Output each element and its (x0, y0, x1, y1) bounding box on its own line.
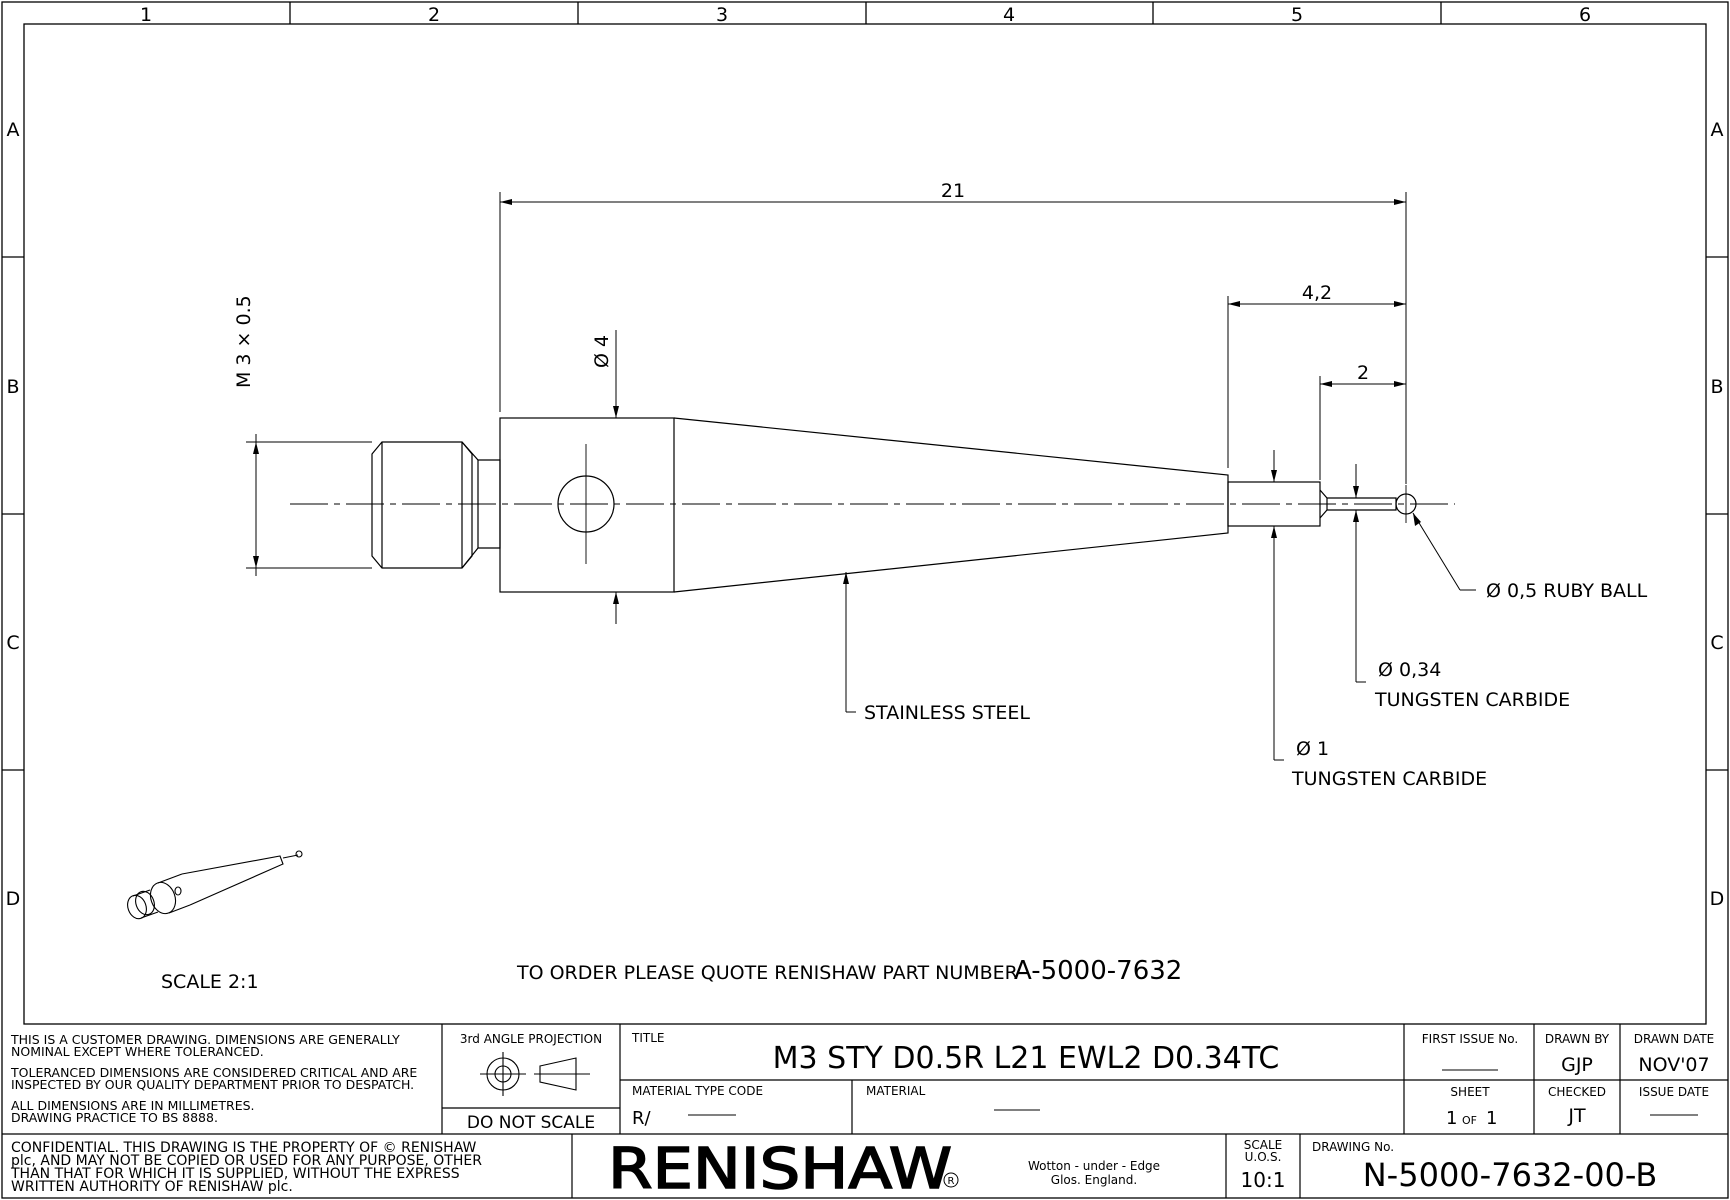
dimension-lines (246, 192, 1476, 761)
part-number: A-5000-7632 (1014, 956, 1182, 986)
row-label: D (6, 888, 21, 910)
row-labels: A B C D A B C D (6, 119, 1725, 910)
dim-overall-length: 21 (941, 180, 965, 202)
stylus-view (290, 417, 1455, 593)
dim-ewl: 4,2 (1302, 282, 1332, 304)
column-label: 3 (716, 4, 728, 26)
row-label: C (1710, 632, 1723, 654)
note-line: TOLERANCED DIMENSIONS ARE CONSIDERED CRI… (10, 1065, 417, 1080)
title-block-lines (2, 1024, 1728, 1198)
scale-label-uos: U.O.S. (1245, 1150, 1282, 1164)
note-line: INSPECTED BY OUR QUALITY DEPARTMENT PRIO… (11, 1077, 414, 1092)
dimension-arrows (253, 199, 1421, 604)
row-label: C (6, 632, 19, 654)
row-label: B (1710, 376, 1723, 398)
note-line: DRAWING PRACTICE TO BS 8888. (11, 1110, 218, 1125)
dim-tip-length: 2 (1357, 362, 1369, 384)
projection-label: 3rd ANGLE PROJECTION (460, 1032, 602, 1046)
callout-tip-stem-material: TUNGSTEN CARBIDE (1374, 689, 1570, 711)
sheet-of: OF (1462, 1114, 1477, 1127)
note-line: NOMINAL EXCEPT WHERE TOLERANCED. (11, 1044, 264, 1059)
column-label: 2 (428, 4, 440, 26)
sheet-total: 1 (1486, 1108, 1497, 1129)
column-labels: 1 2 3 4 5 6 (140, 4, 1591, 26)
column-label: 4 (1003, 4, 1015, 26)
registered-mark: R (948, 1176, 955, 1187)
first-issue-label: FIRST ISSUE No. (1422, 1032, 1518, 1046)
column-label: 5 (1291, 4, 1303, 26)
checked-by: JT (1567, 1105, 1586, 1127)
sheet-value: 1 OF 1 (1446, 1108, 1497, 1129)
callout-stem-material: TUNGSTEN CARBIDE (1291, 768, 1487, 790)
drawing-title: M3 STY D0.5R L21 EWL2 D0.34TC (773, 1041, 1280, 1076)
column-label: 6 (1579, 4, 1591, 26)
sheet-number: 1 (1446, 1108, 1457, 1129)
drawn-by-label: DRAWN BY (1545, 1032, 1610, 1046)
row-label: B (6, 376, 19, 398)
drawn-by: GJP (1561, 1054, 1593, 1076)
confidential-line: THAN THAT FOR WHICH IT IS SUPPLIED, WITH… (10, 1166, 460, 1182)
callout-tip-stem-diameter: Ø 0,34 (1378, 659, 1441, 681)
confidential-line: plc, AND MAY NOT BE COPIED OR USED FOR A… (11, 1153, 482, 1169)
row-label: D (1710, 888, 1725, 910)
confidential-line: CONFIDENTIAL. THIS DRAWING IS THE PROPER… (11, 1140, 477, 1156)
sheet-label: SHEET (1450, 1085, 1490, 1099)
scale-value: 10:1 (1241, 1168, 1286, 1192)
order-note: TO ORDER PLEASE QUOTE RENISHAW PART NUMB… (516, 962, 1018, 984)
title-block-notes: THIS IS A CUSTOMER DRAWING. DIMENSIONS A… (10, 1032, 417, 1125)
checked-label: CHECKED (1548, 1085, 1606, 1099)
company-logo: RENISHAW (608, 1137, 952, 1200)
drawing-number-label: DRAWING No. (1312, 1140, 1394, 1154)
material-type-code-label: MATERIAL TYPE CODE (632, 1084, 763, 1098)
row-label: A (1711, 119, 1724, 141)
callout-body-material: STAINLESS STEEL (864, 702, 1030, 724)
note-line: ALL DIMENSIONS ARE IN MILLIMETRES. (11, 1098, 255, 1113)
note-line: THIS IS A CUSTOMER DRAWING. DIMENSIONS A… (10, 1032, 400, 1047)
registered-mark-icon (943, 1172, 959, 1188)
isometric-view (127, 850, 303, 920)
material-label: MATERIAL (866, 1084, 926, 1098)
scale-label: SCALE (1244, 1138, 1282, 1152)
column-label: 1 (140, 4, 152, 26)
confidential-line: WRITTEN AUTHORITY OF RENISHAW plc. (11, 1179, 293, 1195)
confidential-notice: CONFIDENTIAL. THIS DRAWING IS THE PROPER… (10, 1140, 482, 1195)
drawn-date: NOV'07 (1638, 1054, 1709, 1076)
row-label: A (7, 119, 20, 141)
callouts: Ø 0,5 RUBY BALL Ø 0,34 TUNGSTEN CARBIDE … (864, 580, 1648, 790)
title-label: TITLE (631, 1031, 664, 1045)
dim-body-diameter: Ø 4 (591, 335, 613, 368)
callout-ruby-ball: Ø 0,5 RUBY BALL (1486, 580, 1648, 602)
callout-stem-diameter: Ø 1 (1296, 738, 1329, 760)
issue-date-label: ISSUE DATE (1639, 1085, 1709, 1099)
iso-scale-note: SCALE 2:1 (161, 971, 259, 993)
drawing-number: N-5000-7632-00-B (1363, 1156, 1658, 1194)
dimension-texts: 21 4,2 2 M 3 × 0.5 Ø 4 (233, 180, 1369, 388)
address-line-1: Wotton - under - Edge (1028, 1159, 1160, 1173)
drawn-date-label: DRAWN DATE (1634, 1032, 1715, 1046)
dim-thread: M 3 × 0.5 (233, 295, 255, 388)
third-angle-projection-symbol (480, 1052, 590, 1096)
material-type-code: R/ (632, 1108, 652, 1129)
do-not-scale: DO NOT SCALE (467, 1113, 595, 1133)
address-line-2: Glos. England. (1051, 1173, 1137, 1187)
